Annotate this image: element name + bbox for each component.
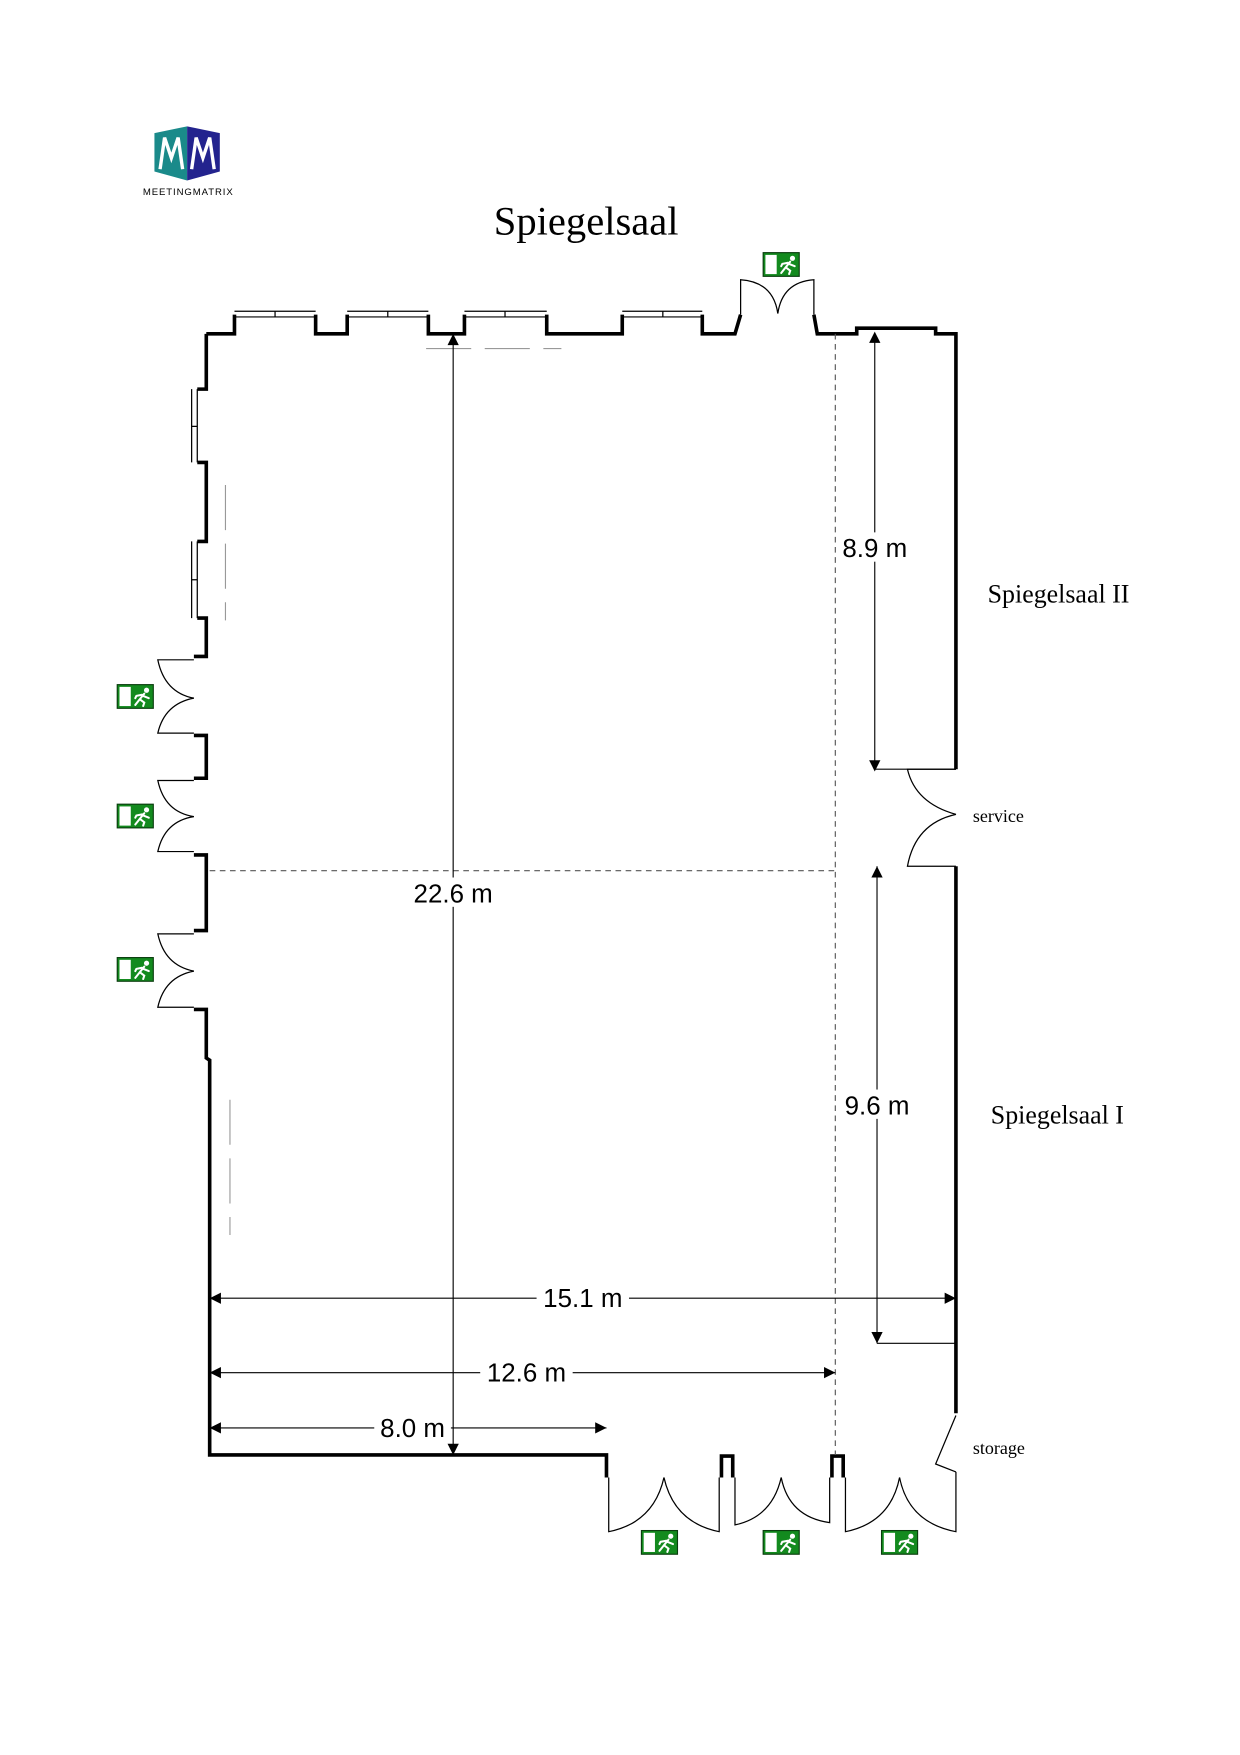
service-label: service: [973, 806, 1024, 826]
svg-text:9.6 m: 9.6 m: [845, 1092, 910, 1120]
emergency-exit-icon: [116, 683, 155, 710]
door-storage: [934, 1415, 957, 1473]
wall-left: [193, 333, 609, 1478]
door-bottom-2: [734, 1477, 831, 1526]
emergency-exit-icon: [762, 1529, 801, 1556]
door-service: [906, 768, 957, 867]
wall-top: [206, 314, 958, 770]
storage-label: storage: [973, 1438, 1025, 1458]
emergency-exit-icon: [116, 956, 155, 983]
door-left-2: [157, 779, 194, 853]
svg-text:15.1 m: 15.1 m: [543, 1285, 622, 1313]
svg-text:8.9 m: 8.9 m: [842, 535, 907, 563]
dimension-length-total: 22.6 m: [405, 333, 501, 1455]
dimension-room2: 8.9 m: [836, 331, 956, 772]
room-label-spiegelsaal-ii: Spiegelsaal II: [988, 579, 1130, 608]
emergency-exit-icon: [640, 1529, 679, 1556]
ghost-lines: [224, 347, 562, 1236]
svg-text:12.6 m: 12.6 m: [487, 1360, 566, 1388]
emergency-exit-icon: [762, 251, 801, 278]
svg-text:8.0 m: 8.0 m: [380, 1415, 445, 1443]
partition-lines: [209, 333, 836, 1455]
dimension-width-lower: 8.0 m: [209, 1413, 607, 1443]
windows-left: [191, 389, 198, 619]
dimension-room1: 9.6 m: [838, 866, 956, 1344]
emergency-exit-icon: [880, 1529, 919, 1556]
door-left-1: [157, 659, 195, 734]
emergency-exit-icon: [116, 803, 155, 829]
svg-text:22.6 m: 22.6 m: [414, 880, 493, 908]
logo-text: MEETINGMATRIX: [143, 187, 234, 198]
dimension-width-inner: 12.6 m: [209, 1357, 836, 1388]
dimension-width-total: 15.1 m: [209, 1283, 956, 1313]
meetingmatrix-logo: MEETINGMATRIX: [143, 126, 234, 198]
windows-top: [234, 310, 703, 318]
page-title: Spiegelsaal: [494, 199, 679, 244]
room-label-spiegelsaal-i: Spiegelsaal I: [991, 1100, 1124, 1129]
door-top: [739, 279, 815, 315]
wall-bottom-pillars: [719, 1454, 846, 1478]
door-bottom-3: [844, 1471, 957, 1533]
door-bottom-1: [608, 1477, 720, 1533]
door-left-3: [157, 933, 195, 1008]
